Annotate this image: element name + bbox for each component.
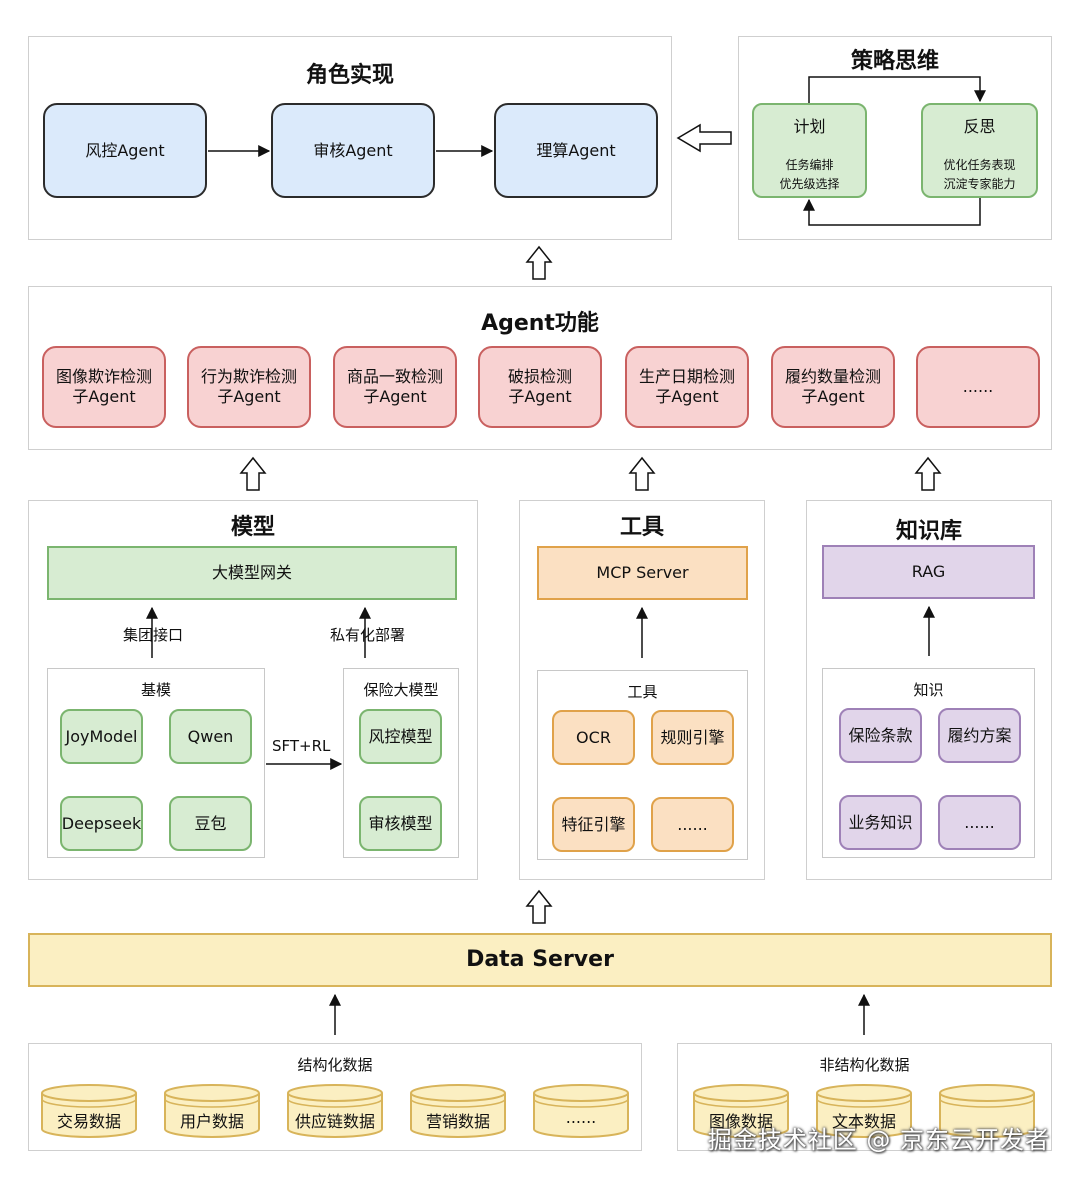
sft-rl-label: SFT+RL [270, 737, 333, 755]
hollow-arrow-up [628, 456, 656, 491]
cylinder-shape [693, 1084, 789, 1138]
plan-node: 计划 任务编排 优先级选择 [752, 103, 867, 198]
cylinder-shape [533, 1084, 629, 1138]
insurance-model-title: 保险大模型 [363, 681, 439, 699]
data-cylinder: 营销数据 [409, 1083, 507, 1139]
data-server-bar: Data Server [28, 933, 1052, 987]
watermark-text: 掘金技术社区 @ 京东云开发者 [707, 1126, 1050, 1154]
sub-agent-label: 破损检测 [507, 367, 572, 386]
private-deploy-label: 私有化部署 [328, 624, 408, 645]
knowledge-panel-title: 知识库 [895, 519, 962, 544]
reflect-label: 反思 [963, 117, 996, 136]
cylinder-shape [41, 1084, 137, 1138]
cylinder-shape [816, 1084, 912, 1138]
hollow-arrow-up [239, 456, 267, 491]
model-node: Deepseek [60, 796, 143, 851]
sub-agent-label: 履约数量检测 [784, 367, 881, 386]
loop-arrow-bottom [803, 198, 981, 226]
sub-agent-label: 商品一致检测 [346, 367, 443, 386]
tools-group-title: 工具 [627, 683, 658, 701]
strategy-panel: 策略思维 [738, 36, 1052, 240]
model-node: 豆包 [169, 796, 252, 851]
plan-label: 计划 [793, 117, 826, 136]
knowledge-group-title: 知识 [913, 681, 944, 699]
rag-node: RAG [822, 545, 1035, 599]
sub-agent-label: 子Agent [72, 387, 136, 406]
llm-gateway-node: 大模型网关 [47, 546, 457, 600]
model-node: JoyModel [60, 709, 143, 764]
hollow-arrow-left [676, 123, 732, 153]
unstructured-data-title: 非结构化数据 [819, 1056, 910, 1074]
sub-agent-node: 履约数量检测子Agent [771, 346, 895, 428]
group-api-label: 集团接口 [121, 624, 186, 645]
data-cylinder: 文本数据 [815, 1083, 913, 1139]
cylinder-label: 用户数据 [179, 1112, 244, 1131]
cylinder-label: 图像数据 [708, 1112, 773, 1131]
sub-agent-node: ...... [916, 346, 1040, 428]
sub-agent-label: 行为欺诈检测 [200, 367, 297, 386]
sub-agent-label: 子Agent [655, 387, 719, 406]
cylinder-shape [164, 1084, 260, 1138]
cylinder-label: 供应链数据 [294, 1112, 375, 1131]
knowledge-node: 业务知识 [839, 795, 922, 850]
sub-agent-label: ...... [962, 377, 994, 396]
base-model-title: 基模 [140, 681, 171, 699]
data-cylinder: 供应链数据 [286, 1083, 384, 1139]
adjust-agent-node: 理算Agent [494, 103, 658, 198]
cylinder-label: 文本数据 [831, 1112, 896, 1131]
data-cylinder: 图像数据 [692, 1083, 790, 1139]
cylinder-label: ...... [565, 1108, 597, 1127]
mcp-server-node: MCP Server [537, 546, 748, 600]
sub-agent-label: 子Agent [801, 387, 865, 406]
model-node: 风控模型 [359, 709, 442, 764]
review-agent-node: 审核Agent [271, 103, 435, 198]
sub-agent-label: 子Agent [363, 387, 427, 406]
sub-agent-node: 破损检测子Agent [478, 346, 602, 428]
data-cylinder: 用户数据 [163, 1083, 261, 1139]
cylinder-shape [287, 1084, 383, 1138]
model-node: Qwen [169, 709, 252, 764]
sub-agent-node: 图像欺诈检测子Agent [42, 346, 166, 428]
cylinder-shape [410, 1084, 506, 1138]
data-cylinder: ...... [532, 1083, 630, 1139]
plan-detail: 优先级选择 [779, 177, 840, 191]
risk-agent-node: 风控Agent [43, 103, 207, 198]
functions-panel-title: Agent功能 [481, 311, 599, 336]
data-cylinder [938, 1083, 1036, 1139]
data-cylinder: 交易数据 [40, 1083, 138, 1139]
sub-agent-label: 图像欺诈检测 [55, 367, 152, 386]
tool-node: ...... [651, 797, 734, 852]
model-node: 审核模型 [359, 796, 442, 851]
knowledge-node: 保险条款 [839, 708, 922, 763]
hollow-arrow-up [914, 456, 942, 491]
reflect-detail: 沉淀专家能力 [943, 177, 1016, 191]
sub-agent-node: 生产日期检测子Agent [625, 346, 749, 428]
sub-agent-label: 子Agent [508, 387, 572, 406]
reflect-node: 反思 优化任务表现 沉淀专家能力 [921, 103, 1038, 198]
cylinder-label: 营销数据 [425, 1112, 490, 1131]
knowledge-node: ...... [938, 795, 1021, 850]
tool-node: 特征引擎 [552, 797, 635, 852]
hollow-arrow-up [525, 245, 553, 280]
cylinder-shape [939, 1084, 1035, 1138]
sub-agent-label: 子Agent [217, 387, 281, 406]
tool-node: OCR [552, 710, 635, 765]
loop-arrow-top [808, 76, 986, 103]
cylinder-label: 交易数据 [56, 1112, 121, 1131]
model-panel-title: 模型 [230, 515, 275, 540]
knowledge-node: 履约方案 [938, 708, 1021, 763]
tools-panel-title: 工具 [619, 515, 664, 540]
strategy-panel-title: 策略思维 [850, 49, 939, 74]
sub-agent-label: 生产日期检测 [638, 367, 735, 386]
tool-node: 规则引擎 [651, 710, 734, 765]
sub-agent-node: 商品一致检测子Agent [333, 346, 457, 428]
reflect-detail: 优化任务表现 [943, 158, 1016, 172]
sub-agent-node: 行为欺诈检测子Agent [187, 346, 311, 428]
plan-detail: 任务编排 [785, 158, 834, 172]
structured-data-title: 结构化数据 [297, 1056, 373, 1074]
hollow-arrow-up [525, 889, 553, 924]
role-panel-title: 角色实现 [305, 63, 394, 88]
